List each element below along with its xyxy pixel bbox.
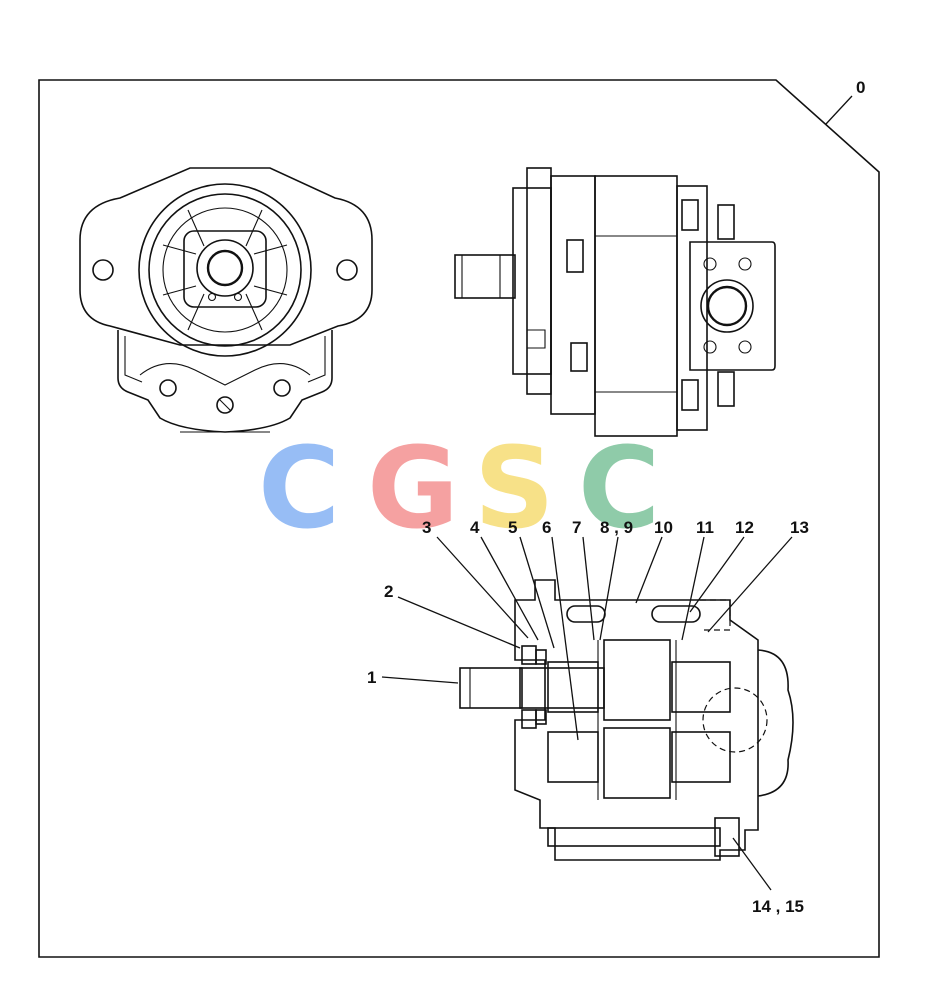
side-view: [454, 167, 776, 437]
callout-3: 3: [422, 518, 431, 537]
assembly-leader: [825, 95, 853, 125]
callout-7: 7: [572, 518, 581, 537]
callout-labels: 1 2 3 4 5 6 7 8 , 9 10 11 12 13 14 , 15: [367, 518, 809, 916]
callout-8-9: 8 , 9: [600, 518, 633, 537]
callout-13: 13: [790, 518, 809, 537]
callout-11: 11: [696, 518, 714, 537]
assembly-label: 0: [856, 78, 865, 97]
watermark-letter-4: C: [578, 424, 660, 554]
watermark-letter-2: G: [367, 424, 459, 554]
callout-10: 10: [654, 518, 673, 537]
callout-4: 4: [470, 518, 480, 537]
callout-1: 1: [367, 668, 376, 687]
callout-12: 12: [735, 518, 754, 537]
callout-5: 5: [508, 518, 517, 537]
diagram-frame: [38, 79, 880, 958]
front-view: [79, 167, 373, 433]
watermark-letter-3: S: [474, 424, 555, 554]
callout-6: 6: [542, 518, 551, 537]
watermark: C G S C: [258, 424, 660, 554]
watermark-letter-1: C: [258, 424, 340, 554]
callout-leaders: [381, 536, 793, 891]
section-view: [459, 579, 794, 861]
callout-2: 2: [384, 582, 393, 601]
callout-14-15: 14 , 15: [752, 897, 804, 916]
